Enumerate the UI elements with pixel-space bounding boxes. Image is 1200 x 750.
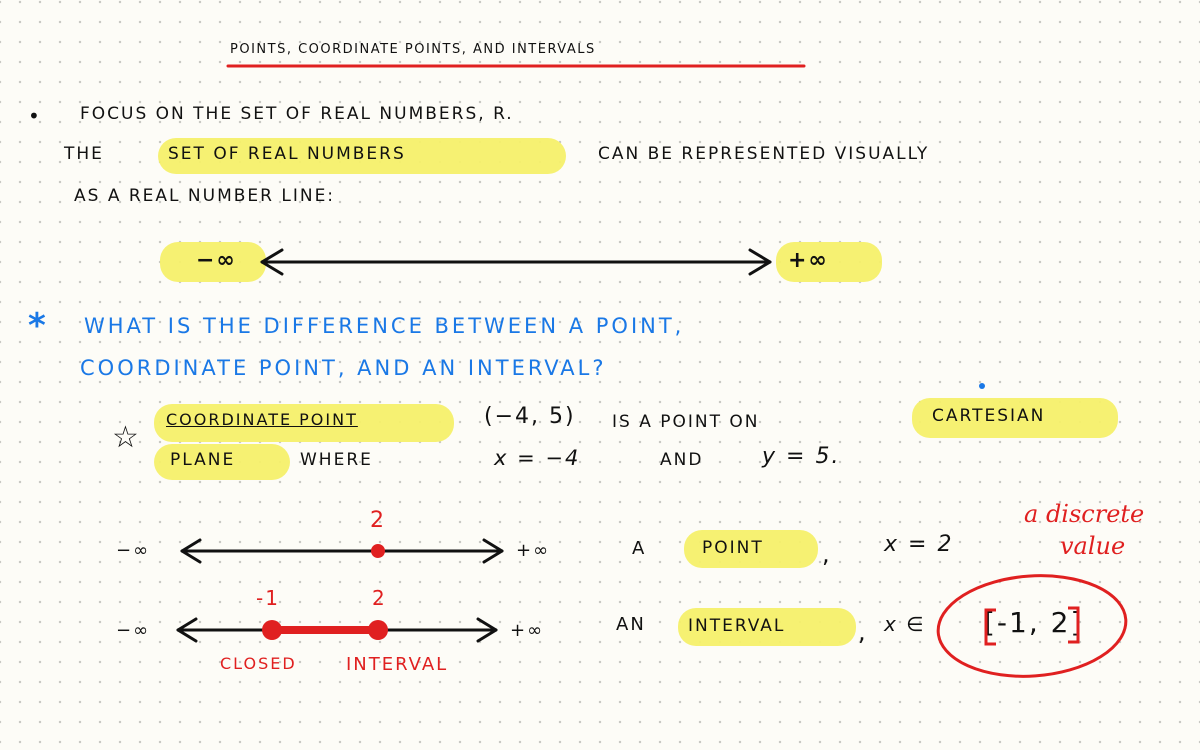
- neg-infinity-label: −∞: [196, 248, 237, 273]
- point-marker-2: [371, 544, 385, 558]
- highlight-coordinate-point: [154, 404, 454, 442]
- highlight-pos-infinity: [776, 242, 882, 282]
- discrete-note-line-2: value: [1060, 532, 1126, 560]
- intro-line-2b: set of real numbers: [168, 144, 406, 164]
- highlight-cartesian: [912, 398, 1118, 438]
- intro-line-1: Focus on the set of real numbers, R.: [80, 104, 514, 124]
- pos-infinity-label: +∞: [788, 248, 829, 273]
- coordinate-mid-text: is a point on: [612, 412, 760, 432]
- highlight-neg-infinity: [160, 242, 266, 282]
- highlight-point: [684, 530, 818, 568]
- interval-label-2: 2: [372, 586, 387, 610]
- interval-line-neg-infinity: −∞: [116, 620, 151, 641]
- point-article: A: [632, 538, 647, 559]
- coordinate-pair: (−4, 5): [484, 404, 576, 429]
- where-word: where: [300, 450, 373, 470]
- point-equation: x = 2: [884, 532, 954, 557]
- intro-line-3: as a real number line:: [74, 186, 336, 206]
- and-word: and: [660, 450, 704, 470]
- caption-interval: interval: [346, 654, 449, 675]
- star-outline-icon: ☆: [112, 420, 141, 455]
- real-number-line: [260, 248, 772, 276]
- x-element-of: x ∈: [884, 612, 926, 636]
- interval-comma: ,: [858, 618, 868, 646]
- question-star: *: [28, 306, 48, 346]
- set-circle: [936, 574, 1128, 678]
- interval-line-pos-infinity: +∞: [510, 620, 545, 641]
- highlight-set-of-real-numbers: [158, 138, 566, 174]
- intro-line-2a: The: [64, 144, 104, 164]
- x-equals-neg4: x = −4: [494, 446, 581, 470]
- interval-endpoint-neg1: [262, 620, 282, 640]
- highlight-interval: [678, 608, 856, 646]
- question-line-2: coordinate point, and an interval?: [80, 356, 607, 380]
- closed-interval-set: [-1, 2]: [984, 606, 1084, 639]
- point-line-neg-infinity: −∞: [116, 540, 151, 561]
- point-number-line: [180, 538, 504, 564]
- question-line-1: What is the difference between a point,: [84, 314, 685, 338]
- page-title: Points, coordinate points, and intervals: [230, 42, 596, 57]
- point-line-pos-infinity: +∞: [516, 540, 551, 561]
- caption-closed: closed: [220, 654, 297, 673]
- intro-line-2c: can be represented visually: [598, 144, 930, 164]
- interval-endpoint-2: [368, 620, 388, 640]
- left-bracket-mark: [984, 608, 996, 646]
- highlight-plane: [154, 444, 290, 480]
- cartesian-word: Cartesian: [932, 406, 1046, 426]
- discrete-note-line-1: a discrete: [1024, 500, 1145, 528]
- question-dot: [979, 383, 985, 389]
- plane-word: plane: [170, 450, 236, 470]
- bullet: •: [28, 104, 42, 128]
- y-equals-5: y = 5.: [762, 444, 841, 469]
- point-label-2: 2: [370, 508, 386, 533]
- right-bracket-mark: [1068, 606, 1080, 644]
- point-word: point: [702, 538, 764, 558]
- interval-word: interval: [688, 616, 786, 636]
- interval-label-neg1: -1: [256, 586, 280, 610]
- point-comma: ,: [822, 540, 832, 568]
- coordinate-point-term: Coordinate point: [166, 410, 358, 429]
- interval-article: An: [616, 614, 646, 635]
